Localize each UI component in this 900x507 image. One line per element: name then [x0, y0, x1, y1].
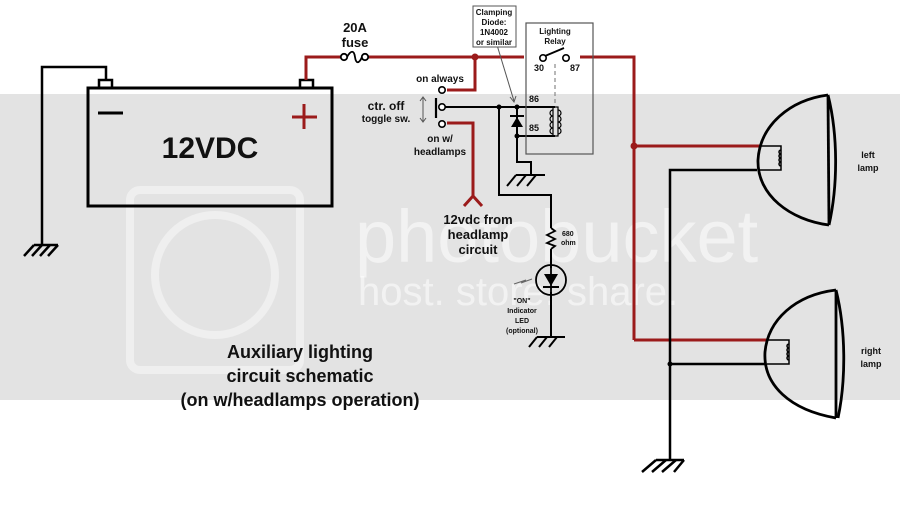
lighting-relay: Lighting Relay 30 87 86 85 [525, 22, 594, 155]
diode-label-1: Clamping [476, 8, 513, 17]
fuse-symbol [339, 50, 370, 64]
led-triangle-icon [544, 274, 558, 286]
battery-label: 12VDC [162, 132, 259, 165]
left-lamp [756, 93, 838, 227]
relay-pin-87-label: 87 [570, 63, 580, 73]
fuse-rating-label: 20A [343, 20, 367, 35]
resistor-value-label: 680 [562, 231, 574, 238]
watermark: photobucket host. store. share. [126, 186, 759, 374]
ground-symbol-led [528, 336, 565, 348]
switch-on-headlamps-label-2: headlamps [414, 147, 467, 158]
junction-to-on-always-wire [447, 57, 477, 92]
switch-type-label-2: toggle sw. [362, 114, 411, 125]
relay-pin-30-label: 30 [534, 63, 544, 73]
relay87-to-lamps-wire [580, 55, 636, 340]
diagram-title-line-3: (on w/headlamps operation) [180, 390, 419, 410]
relay-label-2: Relay [544, 37, 566, 46]
resistor-unit-label: ohm [561, 240, 576, 247]
diode-label-box [472, 5, 517, 48]
watermark-tagline: host. store. share. [358, 270, 678, 314]
battery-ground-wire [40, 65, 108, 245]
left-lamp-filament-icon [760, 145, 782, 171]
watermark-lens-icon [151, 211, 279, 339]
junction-dot-lamp [630, 142, 638, 150]
right-lamp-label-1: right [861, 346, 881, 356]
relay-switch-arm [544, 47, 565, 57]
diode-callout-arrow [496, 44, 515, 102]
indicator-led [513, 264, 567, 296]
switch-type-label-1: ctr. off [368, 99, 406, 113]
relay-box [525, 22, 594, 155]
led-light-emission-icon [513, 278, 533, 285]
diode-label-4: or similar [476, 38, 512, 47]
switch-terminal-on-always [437, 86, 446, 95]
ground-symbol-lamps [641, 458, 685, 473]
watermark-brand: photobucket [355, 195, 759, 278]
diode-label-3: 1N4002 [480, 28, 509, 37]
diagram-title-line-1: Auxiliary lighting [227, 342, 373, 362]
switch-terminal-common [437, 103, 446, 112]
diode-triangle-icon [511, 117, 523, 127]
right-lamp-filament-icon [767, 339, 790, 365]
left-lamp-housing [756, 93, 830, 227]
control-wires [445, 106, 555, 337]
left-lamp-lens-edge [826, 94, 831, 226]
junction-dot-fuse [471, 53, 479, 61]
relay-pin-86-label: 86 [529, 94, 539, 104]
right-lamp-lens [834, 289, 846, 419]
battery-to-fuse-wire [304, 55, 342, 80]
junction-dot-lamp-ground [667, 361, 673, 367]
toggle-switch [419, 86, 446, 129]
relay-coil-icon [549, 106, 562, 137]
right-lamp-housing [763, 288, 837, 420]
headlamp-feed-label-1: 12vdc from [443, 212, 512, 227]
battery-negative-terminal [97, 78, 114, 90]
resistor-680-ohm [544, 227, 558, 250]
led-label-2: Indicator [507, 308, 537, 315]
relay-contact-87 [561, 53, 570, 62]
headlamp-feed-fork [462, 193, 484, 208]
coil85-to-ground-wire [516, 136, 532, 175]
clamping-diode [510, 107, 524, 136]
headlamp-feed-label-2: headlamp [448, 227, 509, 242]
switch-travel-arrow-icon [419, 96, 427, 123]
led-label-1: "ON" [513, 298, 530, 305]
headlamp-feed-label-3: circuit [458, 242, 498, 257]
relay-pin-85-label: 85 [529, 123, 539, 133]
ground-symbol-battery [23, 243, 59, 257]
battery-positive-terminal [298, 78, 315, 90]
watermark-camera-icon [126, 186, 304, 374]
on-headlamps-wire [447, 121, 475, 196]
diode-label-2: Diode: [482, 18, 507, 27]
fuse-label: fuse [342, 35, 369, 50]
left-lamp-label-2: lamp [857, 163, 879, 173]
ground-symbol-relay [506, 174, 545, 187]
switch-terminal-on-headlamps [437, 120, 446, 129]
right-lamp [763, 288, 846, 420]
indicator-branch-wire [498, 107, 552, 228]
led-label-3: LED [515, 318, 529, 325]
right-lamp-label-2: lamp [860, 359, 882, 369]
relay-contact-30 [538, 53, 547, 62]
power-wires [304, 55, 767, 342]
switch-on-headlamps-label-1: on w/ [427, 134, 453, 145]
led-label-4: (optional) [506, 328, 538, 335]
diagram-title-line-2: circuit schematic [226, 366, 373, 386]
diode-callout-arrowhead [509, 95, 517, 104]
left-lamp-label-1: left [861, 150, 875, 160]
battery-body [86, 86, 334, 208]
switch-on-always-label: on always [416, 74, 464, 85]
left-lamp-lens [826, 94, 838, 226]
relay-label-1: Lighting [539, 27, 571, 36]
junction-dot-switch [496, 104, 502, 110]
